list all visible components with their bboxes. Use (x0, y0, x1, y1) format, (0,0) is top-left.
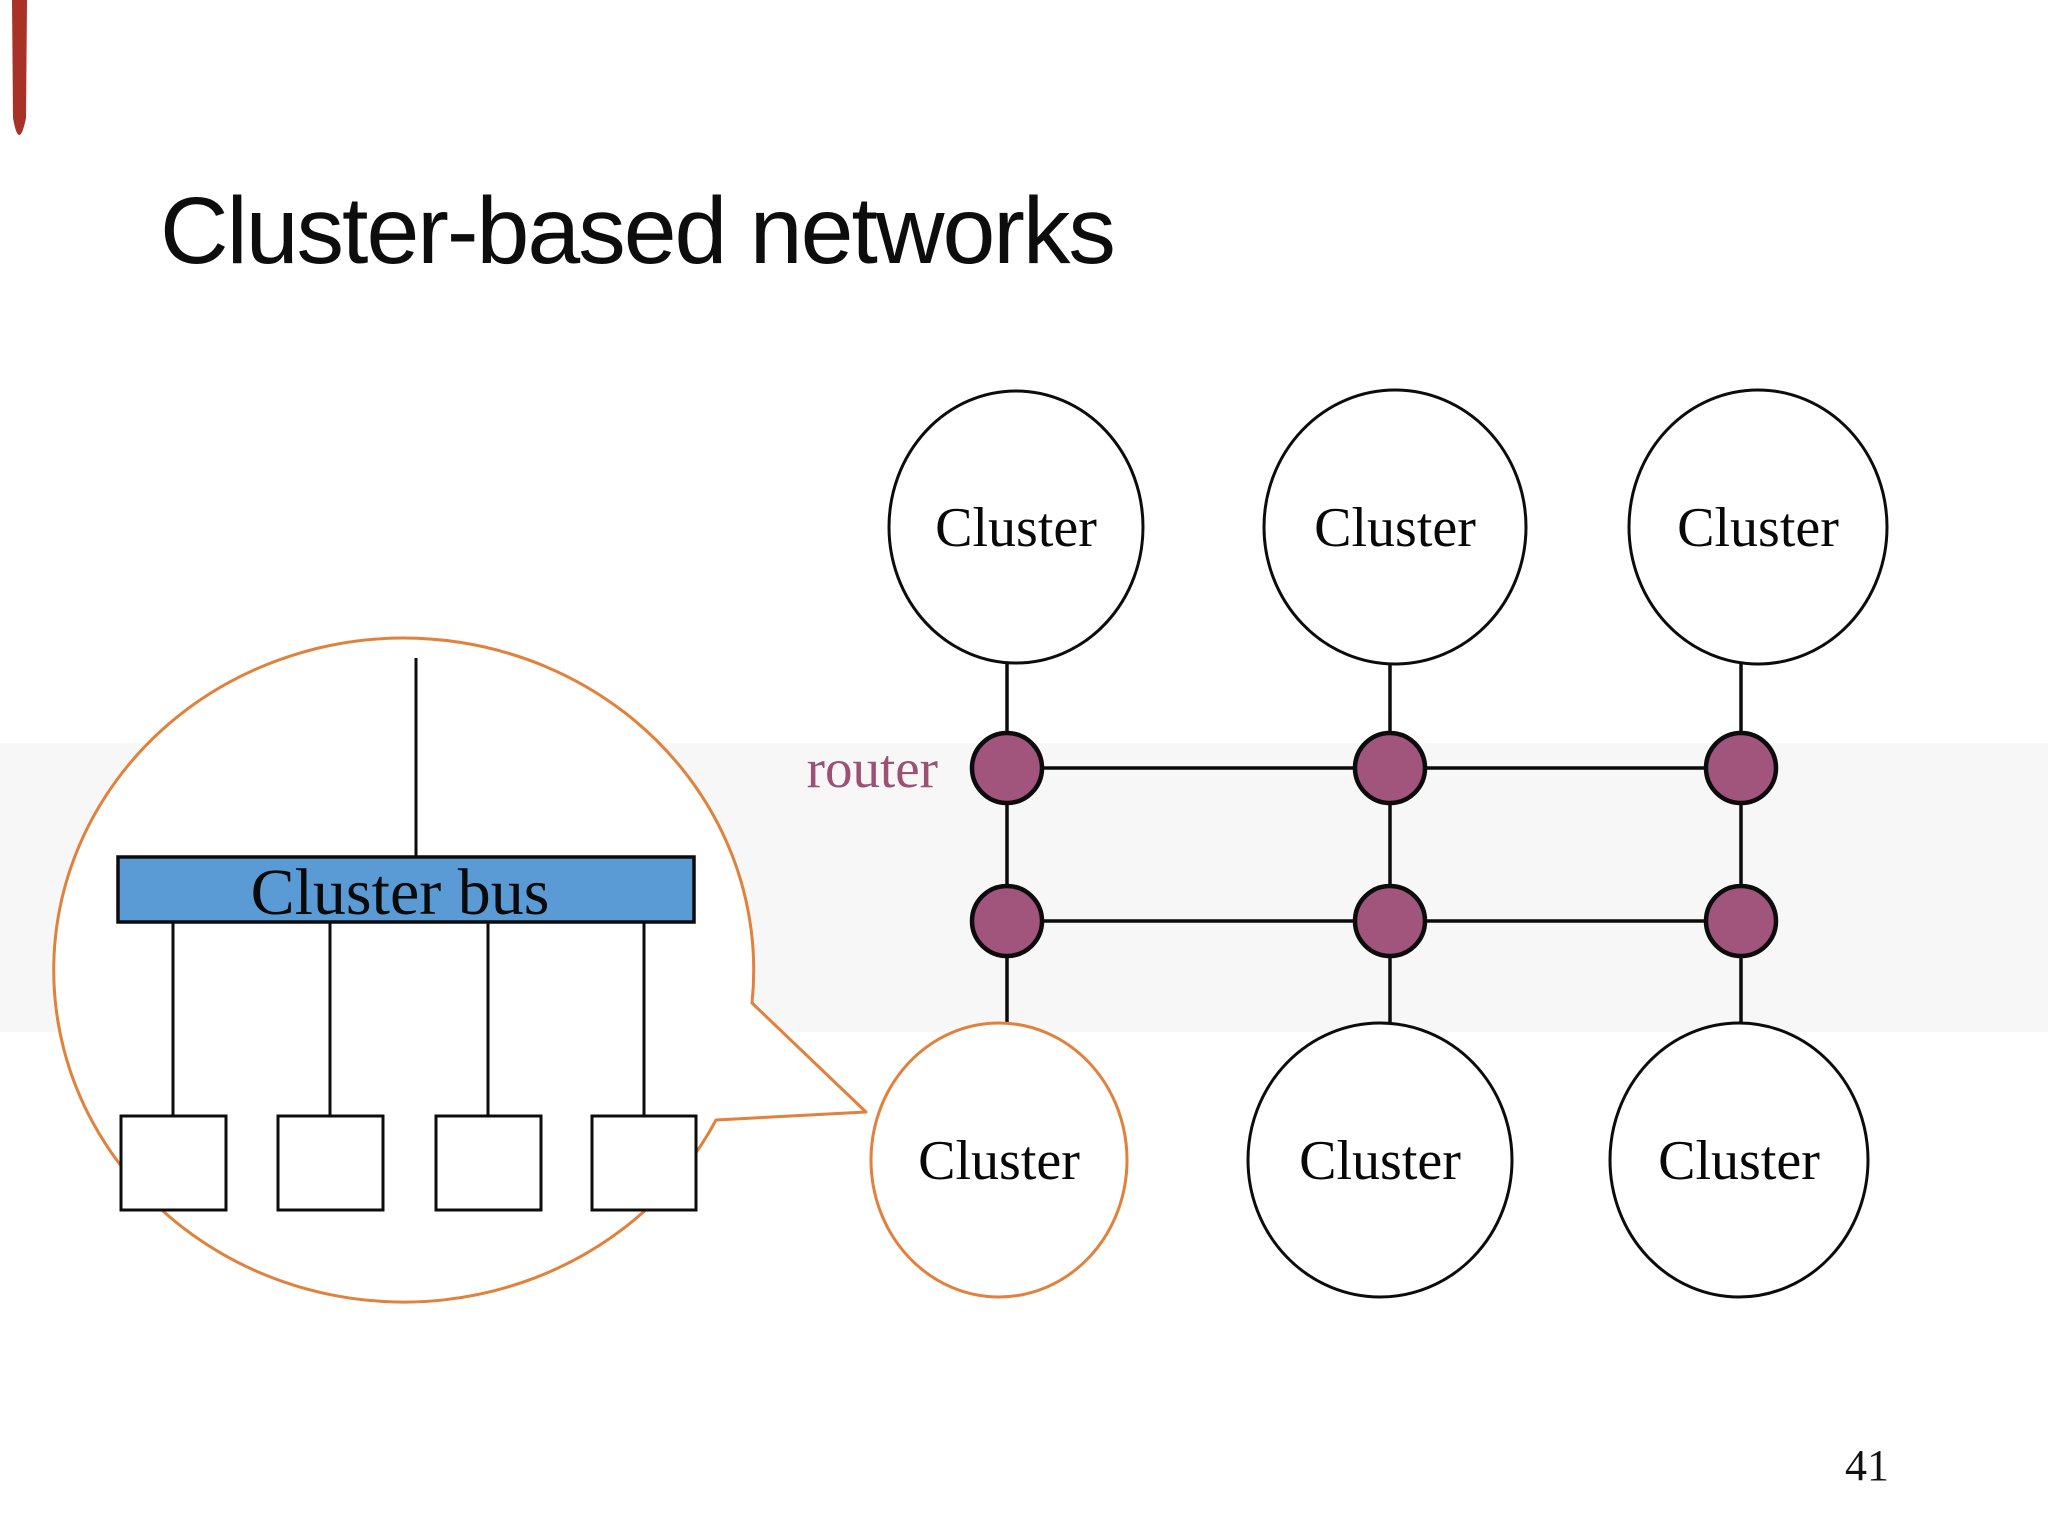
node-box (276, 1114, 385, 1212)
router-node (969, 730, 1045, 806)
node-box (119, 1114, 228, 1212)
cluster-ellipse-highlighted (869, 1021, 1129, 1299)
cluster-ellipse (1246, 1021, 1514, 1299)
cluster-label: Cluster (1314, 497, 1476, 559)
cluster-label: Cluster (935, 497, 1097, 559)
cluster-label: Cluster (918, 1130, 1080, 1192)
router-node (1352, 883, 1428, 959)
page-number: 41 (1845, 1441, 1889, 1490)
cluster-ellipse (1627, 388, 1889, 666)
red-edge-mark (12, 0, 27, 135)
cluster-label: Cluster (1677, 497, 1839, 559)
router-node (1703, 883, 1779, 959)
cluster-label: Cluster (1299, 1130, 1461, 1192)
page-title: Cluster-based networks (160, 178, 1114, 284)
cluster-ellipse (1262, 388, 1528, 666)
router-node (969, 883, 1045, 959)
router-node (1352, 730, 1428, 806)
cluster-bus-bar (116, 855, 696, 924)
cluster-ellipse (1608, 1021, 1870, 1299)
cluster-ellipse (887, 389, 1145, 665)
router-node (1703, 730, 1779, 806)
node-box (590, 1114, 698, 1212)
router-label: router (807, 738, 938, 799)
node-box (434, 1114, 543, 1212)
cluster-bus-label: Cluster bus (251, 856, 550, 929)
cluster-label: Cluster (1658, 1130, 1820, 1192)
